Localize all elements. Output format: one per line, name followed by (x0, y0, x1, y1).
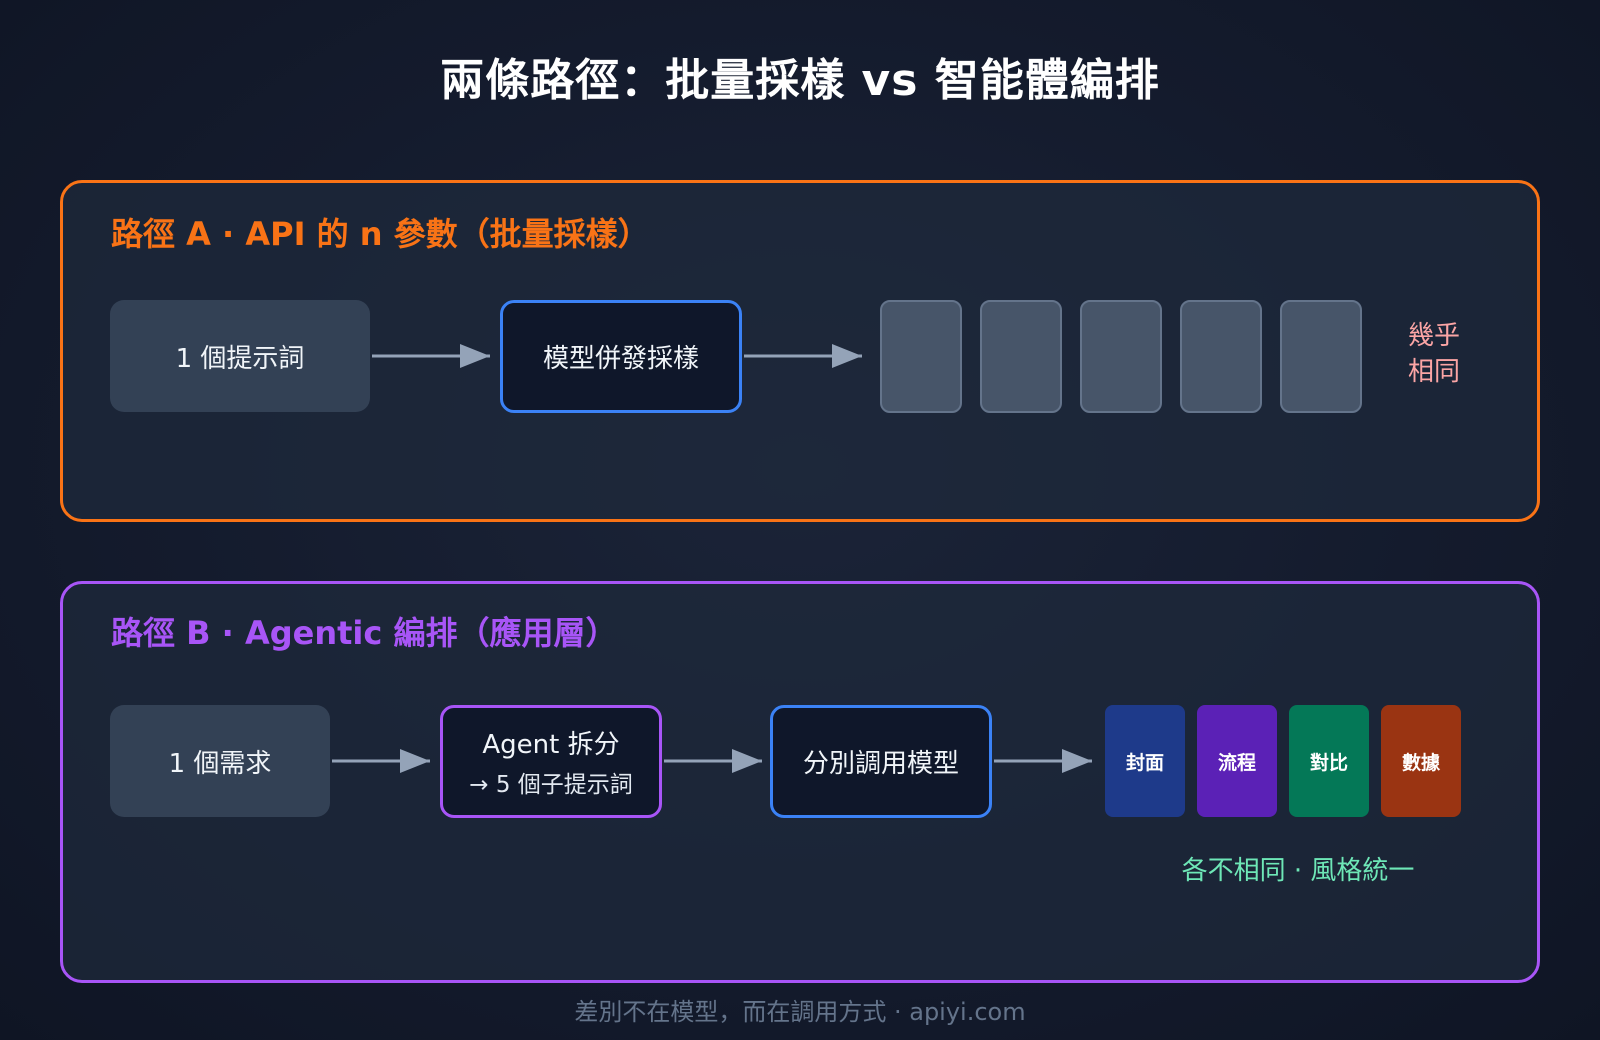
sample-card (980, 300, 1062, 413)
path-b-note: 各不相同 · 風格統一 (1181, 856, 1415, 886)
path-b-input-box: 1 個需求 (110, 705, 330, 817)
sample-card (880, 300, 962, 413)
footer-caption: 差別不在模型，而在調用方式 · apiyi.com (574, 998, 1026, 1026)
path-a-note-line1: 幾乎 (1407, 321, 1460, 351)
path-a-title: 路徑 A · API 的 n 參數（批量採樣） (111, 215, 650, 253)
result-card-label: 對比 (1309, 751, 1348, 774)
path-a-input-box: 1 個提示詞 (110, 300, 370, 412)
path-b-agent-label: Agent 拆分 (482, 730, 620, 760)
path-a-process-label: 模型併發採樣 (542, 344, 699, 374)
path-b-call-label: 分別調用模型 (802, 749, 959, 779)
path-b-call-box: 分別調用模型 (770, 705, 992, 818)
arrowhead-b-1 (400, 749, 430, 773)
result-card-label: 流程 (1217, 751, 1256, 774)
arrowhead-b-3 (1062, 749, 1092, 773)
result-card-label: 封面 (1125, 751, 1164, 774)
result-card: 封面 (1105, 705, 1185, 817)
sample-card (1080, 300, 1162, 413)
path-b-agent-box: Agent 拆分 → 5 個子提示詞 (440, 705, 662, 818)
path-b-input-label: 1 個需求 (168, 748, 272, 779)
arrowhead-b-2 (732, 749, 762, 773)
path-b-agent-sub: → 5 個子提示詞 (469, 772, 633, 798)
result-card-label: 數據 (1401, 751, 1440, 774)
page-title: 兩條路徑：批量採樣 vs 智能體編排 (440, 55, 1160, 106)
path-a-process-box: 模型併發採樣 (500, 300, 742, 413)
result-card: 對比 (1289, 705, 1369, 817)
path-a-note-line2: 相同 (1407, 357, 1460, 387)
path-a-input-label: 1 個提示詞 (175, 343, 305, 374)
result-card: 數據 (1381, 705, 1461, 817)
path-b-title: 路徑 B · Agentic 編排（應用層） (111, 614, 618, 652)
arrowhead-a-2 (832, 344, 862, 368)
result-card: 流程 (1197, 705, 1277, 817)
path-a-note: 幾乎 相同 (1394, 318, 1474, 390)
sample-card (1180, 300, 1262, 413)
arrowhead-a-1 (460, 344, 490, 368)
sample-card (1280, 300, 1362, 413)
